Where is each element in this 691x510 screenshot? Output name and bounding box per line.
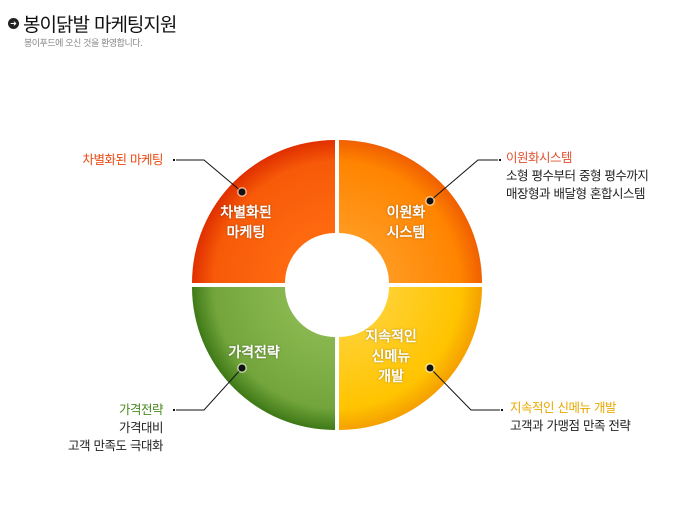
leader-line-price [176, 367, 243, 411]
segment-price [192, 287, 335, 430]
callout-heading: 차별화된 마케팅 [82, 152, 164, 167]
callout-line: 고객 만족도 극대화 [68, 438, 163, 453]
title-text: 봉이닭발 마케팅지원 [23, 14, 177, 36]
callout-line: 가격대비 [118, 420, 164, 435]
callout-line: 매장형과 배달형 혼합시스템 [506, 186, 645, 201]
callout-menu: 지속적인 신메뉴 개발 고객과 가맹점 만족 전략 [510, 399, 631, 435]
segment-dual [339, 140, 482, 283]
callout-heading: 이원화시스템 [506, 150, 573, 165]
leader-line-differentiated [176, 159, 243, 193]
leader-dot [426, 364, 434, 372]
callout-heading: 지속적인 신메뉴 개발 [510, 400, 616, 415]
leader-line-dual [429, 159, 498, 202]
subtitle: 봉이푸드에 오신 것을 환영합니다. [24, 39, 143, 49]
leader-end-marker [173, 409, 175, 411]
callout-line: 소형 평수부터 중형 평수까지 [506, 168, 649, 183]
callout-line: 고객과 가맹점 만족 전략 [510, 418, 631, 433]
leader-end-marker [499, 159, 501, 161]
leader-dot [238, 188, 246, 196]
callout-heading: 가격전략 [118, 402, 164, 417]
arrow-circle-icon: ➜ [8, 18, 19, 29]
leader-dot [426, 197, 434, 205]
segment-label-price: 가격전략 [228, 345, 280, 361]
segment-menu [339, 287, 482, 430]
leader-dot [238, 364, 246, 372]
callout-price: 가격전략 가격대비 고객 만족도 극대화 [68, 401, 163, 455]
page-title: ➜ 봉이닭발 마케팅지원 [8, 10, 177, 37]
callout-differentiated: 차별화된 마케팅 [82, 151, 164, 169]
leader-end-marker [501, 409, 503, 411]
leader-line-menu [429, 367, 500, 411]
segment-differentiated [192, 140, 335, 283]
callout-dual: 이원화시스템 소형 평수부터 중형 평수까지 매장형과 배달형 혼합시스템 [506, 149, 649, 203]
leader-end-marker [173, 159, 175, 161]
